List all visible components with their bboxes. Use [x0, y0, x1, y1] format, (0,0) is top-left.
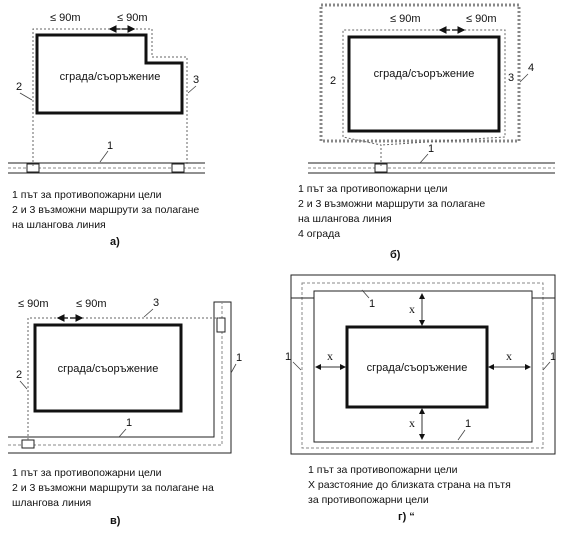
panel-g-legend-line-3: за противопожарни цели	[308, 494, 429, 506]
panel-a-legend-line-1: 1 път за противопожарни цели	[12, 189, 162, 201]
panel-v-legend: 1 път за противопожарни цели 2 и 3 възмо…	[12, 466, 214, 511]
panel-g: x x x x сграда/съоръжение 1 1 1 1	[285, 274, 556, 455]
panel-a-route	[32, 28, 188, 166]
panel-b-legend-line-1: 1 път за противопожарни цели	[298, 183, 448, 195]
panel-v-legend-line-2: 2 и 3 възможни маршрути за полагане на	[12, 482, 214, 494]
panel-v-route	[27, 317, 219, 440]
panel-g-road-number-right: 1	[550, 351, 556, 363]
panel-b-legend-line-3: на шлангова линия	[298, 213, 392, 225]
panel-v-road-number-bottom: 1	[126, 417, 132, 429]
panel-g-legend-line-2: X разстояние до близката страна на пътя	[308, 479, 511, 491]
panel-v-building-label: сграда/съоръжение	[58, 363, 159, 375]
panel-g-road-number-left: 1	[285, 351, 291, 363]
panel-g-legend-line-1: 1 път за противопожарни цели	[308, 464, 458, 476]
panel-a-legend-line-2: 2 и 3 възможни маршрути за полагане	[12, 204, 200, 216]
panel-g-road-number-top: 1	[369, 298, 375, 310]
panel-v-route-3: 3	[153, 297, 159, 309]
panel-b-building	[347, 35, 501, 133]
panel-a-building	[35, 33, 184, 115]
panel-a-road	[8, 162, 205, 174]
panel-v-road-number-right: 1	[236, 352, 242, 364]
panel-v-limit-right: ≤ 90m	[76, 298, 107, 310]
panel-b-fence-number: 4	[528, 62, 534, 74]
panel-v: ≤ 90m ≤ 90m 3 сграда/съоръжение 2 1 1	[8, 297, 242, 454]
panel-b-limit-right: ≤ 90m	[466, 13, 497, 25]
panel-g-road	[290, 274, 556, 455]
panel-b-limit-left: ≤ 90m	[390, 13, 421, 25]
panel-b: ≤ 90m ≤ 90m сграда/съоръжение 2 3 4 1	[308, 3, 555, 174]
panel-b-route	[342, 29, 506, 166]
panel-a-limit-left: ≤ 90m	[50, 12, 81, 24]
panel-b-caption: б)	[390, 249, 401, 261]
panel-b-legend-line-4: 4 ограда	[298, 228, 341, 240]
panel-b-route-3: 3	[508, 72, 514, 84]
panel-g-x-left: x	[327, 349, 333, 363]
panel-b-legend-line-2: 2 и 3 възможни маршрути за полагане	[298, 198, 486, 210]
panel-v-route-2: 2	[16, 369, 22, 381]
panel-v-legend-line-3: шлангова линия	[12, 497, 92, 509]
panel-v-road	[8, 301, 232, 454]
panel-a-limit-right: ≤ 90m	[117, 12, 148, 24]
panel-a-road-number: 1	[107, 140, 113, 152]
panel-a-caption: а)	[110, 236, 120, 248]
panel-b-route-2: 2	[330, 75, 336, 87]
panel-b-legend: 1 път за противопожарни цели 2 и 3 възмо…	[298, 182, 485, 242]
panel-a-building-label: сграда/съоръжение	[60, 71, 161, 83]
panel-g-x-top: x	[409, 302, 415, 316]
panel-b-road-number: 1	[428, 143, 434, 155]
panel-a-legend: 1 път за противопожарни цели 2 и 3 възмо…	[12, 188, 199, 233]
panel-b-road	[308, 162, 555, 174]
panel-g-caption: г) “	[398, 511, 415, 523]
panel-a-route-2: 2	[16, 81, 22, 93]
panel-b-building-label: сграда/съоръжение	[374, 68, 475, 80]
panel-v-limit-left: ≤ 90m	[18, 298, 49, 310]
panel-g-building-label: сграда/съоръжение	[367, 362, 468, 374]
panel-a-legend-line-3: на шлангова линия	[12, 219, 106, 231]
panel-g-x-right: x	[506, 349, 512, 363]
panel-v-caption: в)	[110, 515, 121, 527]
panel-a: ≤ 90m ≤ 90m сграда/съоръжение 2 3 1	[8, 12, 205, 174]
panel-g-legend: 1 път за противопожарни цели X разстояни…	[308, 463, 511, 508]
panel-g-building	[345, 325, 489, 409]
panel-b-fence	[319, 3, 521, 143]
panel-g-x-bottom: x	[409, 416, 415, 430]
panel-a-route-3: 3	[193, 74, 199, 86]
panel-v-legend-line-1: 1 път за противопожарни цели	[12, 467, 162, 479]
panel-g-road-number-bottom: 1	[465, 418, 471, 430]
panel-v-building	[33, 323, 183, 413]
